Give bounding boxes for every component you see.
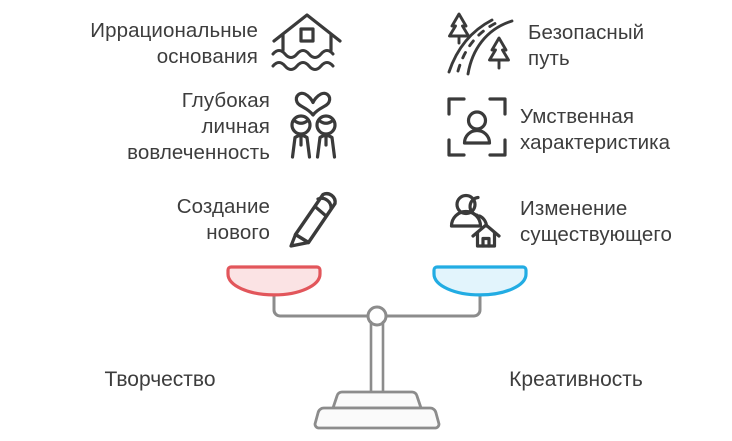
caption-right-kreativnost: Креативность [509,368,643,391]
feature-row-irrational-grounds: Иррациональные основания [8,10,344,77]
scale-beam [272,290,482,318]
feature-row-modifying-existing: Изменение существующего [446,188,732,255]
feature-row-personal-involvement: Глубокая личная вовлеченность [8,88,344,166]
scale-pan-left [226,265,322,297]
feature-label-creating-new: Создание нового [176,194,270,244]
balance-scale [212,250,542,435]
scale-base-upper [331,390,423,410]
feature-row-mental-characteristic: Умственная характеристика [446,96,732,163]
feature-row-creating-new: Создание нового [8,186,344,253]
feature-label-mental-characteristic: Умственная характеристика [520,104,671,154]
couple-heart-icon [282,91,344,164]
scale-pivot [366,305,388,327]
scale-pan-right [432,265,528,297]
feature-label-personal-involvement: Глубокая личная вовлеченность [127,89,270,164]
caption-left-tvorchestvo: Творчество [104,368,216,391]
feature-label-safe-path: Безопасный путь [528,20,645,70]
scale-column [369,320,385,394]
pen-icon [282,186,344,253]
flooded-house-icon [270,10,344,77]
people-house-icon [446,188,508,255]
forest-road-icon [446,10,516,81]
feature-row-safe-path: Безопасный путь [446,10,732,81]
scale-base-lower [313,406,441,430]
feature-label-modifying-existing: Изменение существующего [520,196,673,246]
feature-label-irrational-grounds: Иррациональные основания [90,18,258,68]
person-scan-frame-icon [446,96,508,163]
